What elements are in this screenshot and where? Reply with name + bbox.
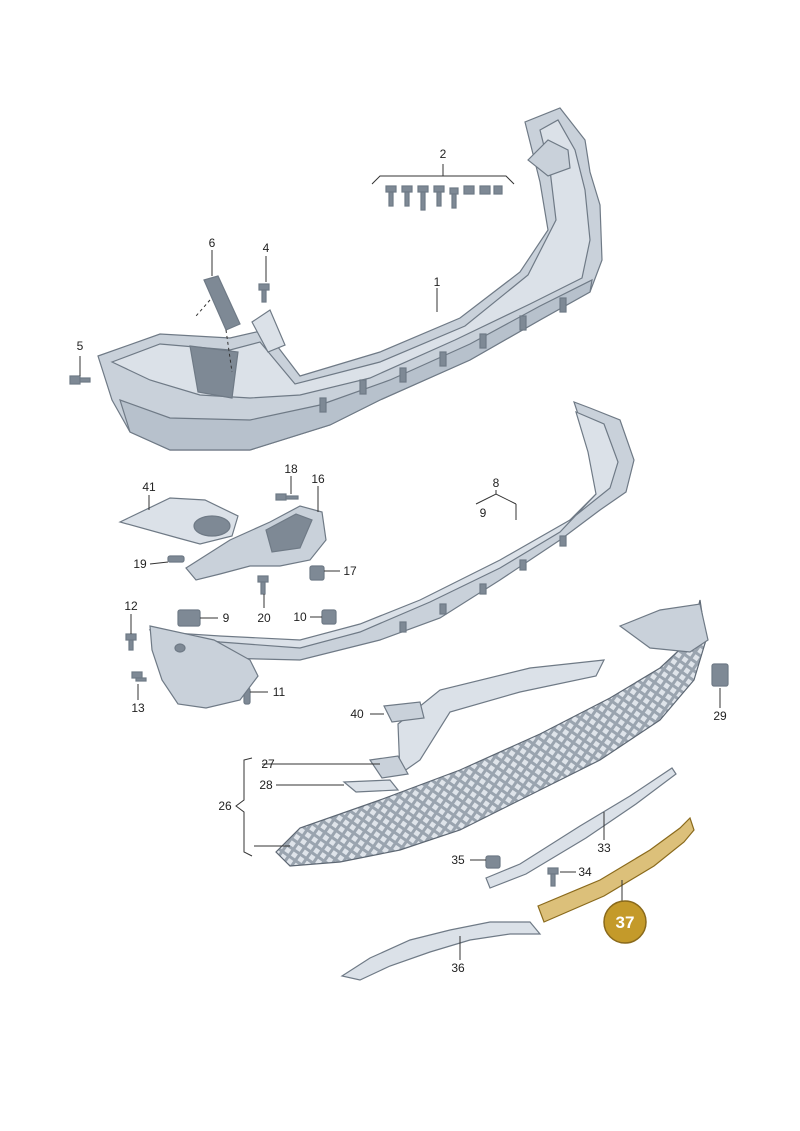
- label-41: 41: [142, 480, 156, 494]
- diffuser-grille-part: [275, 599, 709, 867]
- pin-part-19: [167, 555, 185, 563]
- exhaust-trim-part: [118, 497, 239, 545]
- leader-lines: [79, 250, 721, 960]
- label-36: 36: [451, 961, 465, 975]
- label-20: 20: [257, 611, 271, 625]
- vent-bracket-part: [195, 275, 241, 373]
- screw-part-12: [125, 633, 137, 651]
- trim-strip-part-33: [485, 767, 677, 889]
- label-13: 13: [131, 701, 145, 715]
- screw-part-5: [69, 375, 91, 385]
- label-9-lower: 9: [223, 611, 230, 625]
- lower-lip-part-36: [340, 921, 542, 981]
- label-29: 29: [713, 709, 727, 723]
- label-27: 27: [261, 757, 275, 771]
- screw-part-13: [131, 671, 147, 682]
- clip-part-17: [309, 565, 325, 581]
- label-5: 5: [77, 339, 84, 353]
- screw-set-part: [371, 164, 515, 211]
- label-8: 8: [493, 476, 500, 490]
- label-35: 35: [451, 853, 465, 867]
- label-2: 2: [440, 147, 447, 161]
- screw-part-4: [258, 283, 270, 303]
- clip-part-10: [321, 609, 337, 625]
- trim-strip-part-37: [537, 816, 695, 923]
- screw-part-18: [275, 493, 299, 501]
- mounting-bracket-part: [185, 505, 327, 581]
- bumper-cover-part: [97, 107, 603, 451]
- label-28: 28: [259, 778, 273, 792]
- label-12: 12: [124, 599, 138, 613]
- label-16: 16: [311, 472, 325, 486]
- callout-labels: 1 2 4 5 6 8 9 41 18 16 19 17 20 9 10 12 …: [77, 147, 727, 975]
- bumper-carrier-part: [148, 400, 635, 661]
- label-4: 4: [263, 241, 270, 255]
- clip-part-9: [177, 609, 201, 627]
- label-26: 26: [218, 799, 232, 813]
- label-33: 33: [597, 841, 611, 855]
- label-18: 18: [284, 462, 298, 476]
- clip-part-29: [711, 663, 729, 687]
- label-34: 34: [578, 865, 592, 879]
- clip-part-35: [485, 855, 501, 869]
- label-9-upper: 9: [480, 506, 487, 520]
- screw-part-20: [257, 575, 269, 595]
- label-1: 1: [434, 275, 441, 289]
- highlight-badge-37[interactable]: 37: [603, 900, 647, 944]
- label-19: 19: [133, 557, 147, 571]
- label-10: 10: [293, 610, 307, 624]
- label-6: 6: [209, 236, 216, 250]
- label-37: 37: [616, 913, 635, 932]
- side-cover-part: [149, 625, 259, 709]
- label-40: 40: [350, 707, 364, 721]
- label-17: 17: [343, 564, 357, 578]
- screw-part-34: [547, 867, 559, 887]
- label-11: 11: [273, 685, 286, 699]
